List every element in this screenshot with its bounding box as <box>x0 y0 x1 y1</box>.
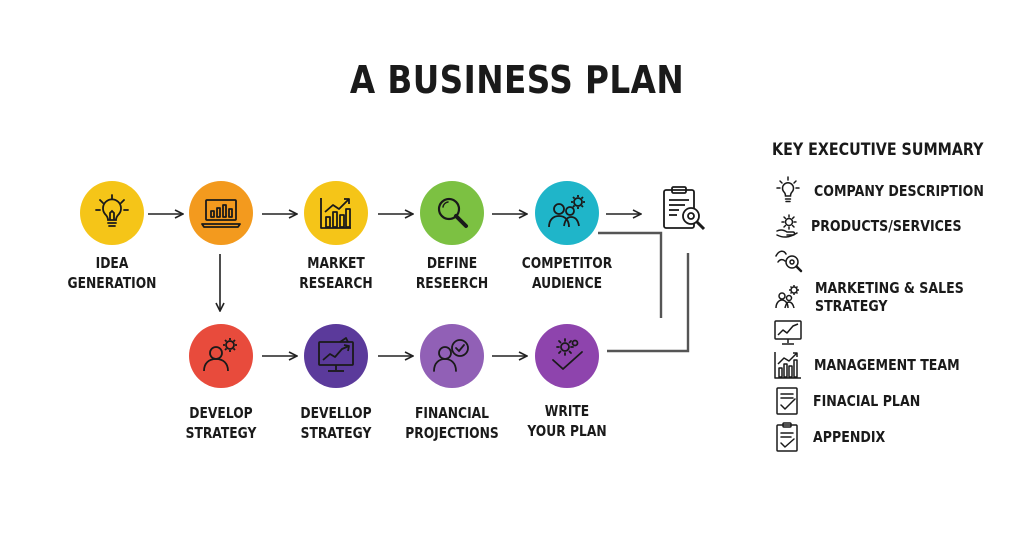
clipboard-check-icon <box>776 422 798 452</box>
lightbulb-icon <box>80 181 144 245</box>
summary-label-appendix: APPENDIX <box>813 428 886 446</box>
gear-check-icon <box>535 324 599 388</box>
summary-icon-products-services <box>772 211 804 241</box>
people-gear-icon <box>535 181 599 245</box>
bar-chart-icon <box>774 352 801 379</box>
laptop-chart-icon <box>189 181 253 245</box>
step-label-idea-generation: IDEA GENERATION <box>67 254 157 292</box>
monitor-chart-icon <box>304 324 368 388</box>
step-define-research <box>420 181 484 245</box>
step-label-develop-strategy-2: DEVELLOP STRATEGY <box>300 404 372 442</box>
people-gear-icon <box>775 285 799 309</box>
clipboard-search-icon <box>663 186 706 231</box>
step-competitor-audience <box>535 181 599 245</box>
summary-label-financial-plan: FINACIAL PLAN <box>813 392 921 410</box>
step-laptop <box>189 181 253 245</box>
step-label-develop-strategy-1: DEVELOP STRATEGY <box>185 404 257 442</box>
summary-label-management-team: MANAGEMENT TEAM <box>814 356 960 374</box>
gear-hand-icon <box>776 214 798 238</box>
step-develop-strategy-2 <box>304 324 368 388</box>
summary-icon-search <box>772 246 804 276</box>
step-label-competitor-audience: COMPETITOR AUDIENCE <box>521 254 613 292</box>
person-gear-icon <box>189 324 253 388</box>
step-label-write-your-plan: WRITE YOUR PLAN <box>527 402 607 440</box>
summary-icon-monitor <box>772 318 804 348</box>
bar-chart-icon <box>304 181 368 245</box>
summary-label-marketing-sales: MARKETING & SALES STRATEGY <box>815 279 964 315</box>
step-label-define-research: DEFINE RESEERCH <box>415 254 489 292</box>
step-label-market-research: MARKET RESEARCH <box>299 254 373 292</box>
step-market-research <box>304 181 368 245</box>
step-idea-generation <box>80 181 144 245</box>
summary-label-products-services: PRODUCTS/SERVICES <box>811 217 962 235</box>
summary-icon-management-team <box>772 350 804 380</box>
document-check-icon <box>776 387 798 415</box>
summary-label-company-description: COMPANY DESCRIPTION <box>814 182 984 200</box>
step-label-financial-projections: FINANCIAL PROJECTIONS <box>405 404 499 442</box>
person-check-icon <box>420 324 484 388</box>
step-develop-strategy-1 <box>189 324 253 388</box>
page-title: A BUSINESS PLAN <box>349 58 685 102</box>
final-clipboard <box>655 183 713 241</box>
step-financial-projections <box>420 324 484 388</box>
summary-icon-appendix <box>772 422 804 452</box>
step-write-your-plan <box>535 324 599 388</box>
summary-title: KEY EXECUTIVE SUMMARY <box>772 140 984 160</box>
magnifier-icon <box>420 181 484 245</box>
monitor-chart-icon <box>774 320 802 345</box>
lightbulb-icon <box>776 176 800 203</box>
search-chart-icon <box>775 250 803 273</box>
summary-icon-company-description <box>772 175 804 205</box>
summary-icon-financial-plan <box>772 386 804 416</box>
summary-icon-marketing-sales <box>772 282 804 312</box>
